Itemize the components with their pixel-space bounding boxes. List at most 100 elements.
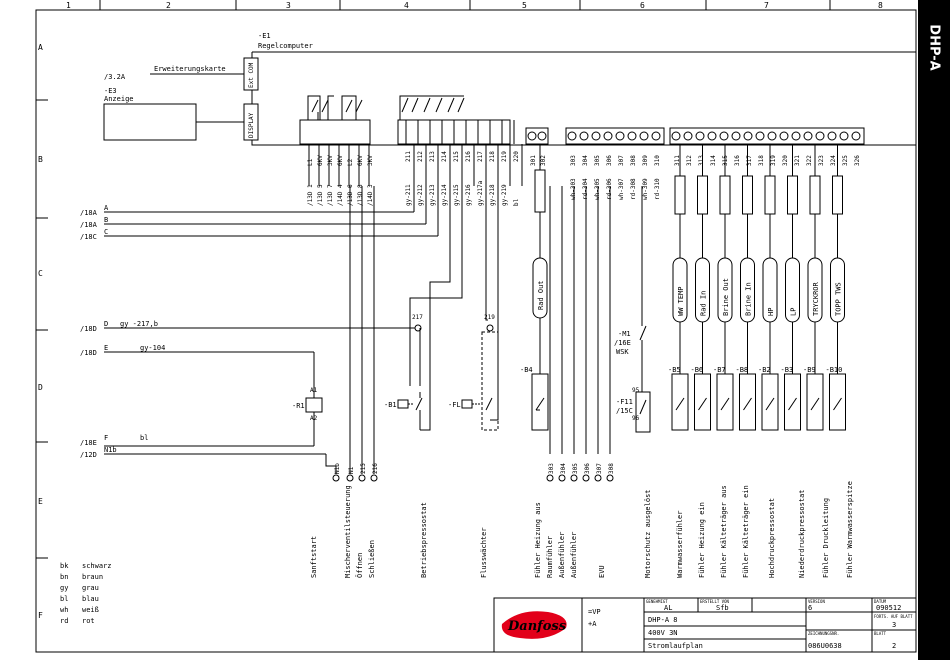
function-label: Flusswächter <box>480 527 488 578</box>
fl-flowswitch: -FL <box>448 331 499 431</box>
tb-date-label: DATUM <box>874 599 887 604</box>
sensor-tag: -B6 <box>691 366 704 374</box>
sensor-sleeve <box>674 175 686 215</box>
t303-terminal <box>627 131 637 141</box>
line-f-wire: bl <box>140 434 148 442</box>
r1-a2: A2 <box>310 415 318 422</box>
bottom-terminal <box>332 474 340 482</box>
legend-code: rd <box>60 617 68 625</box>
product-sidebar: DHP-A <box>918 0 950 660</box>
mid-terminal-label: 216 <box>465 151 472 162</box>
sensor-sleeve <box>764 175 776 215</box>
t303-wire-label: wh-307 <box>618 178 625 200</box>
sensor-symbol <box>675 397 685 411</box>
sensor-name-label: WW TEMP <box>677 286 685 316</box>
t311-terminal <box>851 131 861 141</box>
tb-drawn: AL <box>664 604 672 612</box>
line-e-label: E <box>104 344 108 352</box>
t311-terminal <box>767 131 777 141</box>
function-label: Fühler Kälteträger aus <box>720 485 728 578</box>
tb-sheet-label: BLATT <box>874 631 887 636</box>
t311-terminal-label: 326 <box>854 155 861 166</box>
sensor-element <box>739 373 756 431</box>
brand-logo-text: Danfoss <box>507 619 567 634</box>
relay-terminal-ref: /14D 3 <box>367 184 374 206</box>
sensor-element <box>761 373 779 431</box>
bottom-terminal <box>606 474 614 482</box>
tb-line3: Stromlaufplan <box>648 642 703 650</box>
e3-name: Anzeige <box>104 95 134 103</box>
mid-terminal-labels: 211gy-211212gy-212213gy-213214gy-214215g… <box>405 151 520 206</box>
column-dividers <box>99 0 831 10</box>
function-label: EVU <box>598 565 606 578</box>
line-b-label: B <box>104 216 108 224</box>
function-label: Warmwasserfühler <box>676 511 684 578</box>
bottom-terminal <box>558 474 566 482</box>
mid-wire-label: gy-219 <box>501 184 508 206</box>
legend-name: rot <box>82 617 95 625</box>
function-label: Hochdruckpressostat <box>768 498 776 578</box>
mid-terminal-label: 219 <box>501 151 508 162</box>
mid-terminal-label: 214 <box>441 151 448 162</box>
sensor-tag: -B3 <box>781 366 794 374</box>
r1-softstart: -R1 A1 A2 <box>292 386 323 422</box>
col-number: 7 <box>764 1 769 10</box>
bottom-terminal <box>358 474 366 482</box>
bottom-terminal <box>594 474 602 482</box>
relay-terminal-ref: /14D 4 <box>337 184 344 206</box>
relay-terminal-label: L2 <box>347 158 354 166</box>
t311-terminal <box>719 131 729 141</box>
b4-tag: -B4 <box>520 366 533 374</box>
t217-label: 217 <box>412 314 423 321</box>
t311-terminal <box>695 131 705 141</box>
tb-check-label: ERSTELLT VON <box>700 599 729 604</box>
anzeige-box <box>103 103 197 141</box>
bottom-terminal <box>370 474 378 482</box>
ext-com-label: Ext COM <box>248 62 255 88</box>
bottom-terminal-label: 215 <box>360 463 367 474</box>
line-f-ref: /18E <box>80 439 97 447</box>
tb-version-label: VERSION <box>808 599 825 604</box>
sensor-name-label: TOPP TWS <box>835 282 843 316</box>
function-label: Sanftstart <box>310 536 318 578</box>
sensor-tag: -B7 <box>713 366 726 374</box>
sensor-tag: -B5 <box>668 366 681 374</box>
t311-terminal-label: 317 <box>746 155 753 166</box>
t311-terminal <box>839 131 849 141</box>
t311-terminal <box>755 131 765 141</box>
m1-ref: /16E <box>614 339 631 347</box>
row-letter: A <box>38 43 43 52</box>
t303-terminal <box>651 131 661 141</box>
tb-drawn-label: GENEHMIGT <box>646 599 668 604</box>
sensor-element <box>694 373 711 431</box>
t303-terminal <box>615 131 625 141</box>
bottom-terminal <box>582 474 590 482</box>
sensor-name-label: TRYCKROR <box>812 281 820 316</box>
f11-95: 95 <box>632 387 640 394</box>
mid-terminal-label: 215 <box>453 151 460 162</box>
t311-terminal <box>671 131 681 141</box>
motorschutz-branch: -M1 /16E WSK -F11 /15C 95 96 <box>614 186 651 433</box>
sensor-element <box>784 373 801 431</box>
tb-dwg-label: ZEICHNUNGSNR. <box>808 631 839 636</box>
t301-terminal <box>527 131 537 141</box>
bottom-terminal-label: 308 <box>608 463 615 474</box>
tb-line2: 400V 3N <box>648 629 678 637</box>
t301-terminal-label: 302 <box>540 155 547 166</box>
t311-terminal-label: 311 <box>674 155 681 166</box>
sensor-sleeve <box>742 175 753 215</box>
sensor-sleeve <box>787 175 798 215</box>
function-label: Außenfühler <box>570 532 578 578</box>
sensor-name-label: LP <box>790 308 798 316</box>
sensor-tag: -B8 <box>736 366 749 374</box>
mid-wire-label: gy-215 <box>453 184 460 206</box>
row-dividers <box>36 99 48 559</box>
mid-terminal-block <box>397 119 523 186</box>
col-number: 8 <box>878 1 883 10</box>
b1-tag: -B1 <box>384 401 397 409</box>
sensor-name-label: Brine In <box>745 282 753 316</box>
terminal-311-326 <box>669 127 865 145</box>
